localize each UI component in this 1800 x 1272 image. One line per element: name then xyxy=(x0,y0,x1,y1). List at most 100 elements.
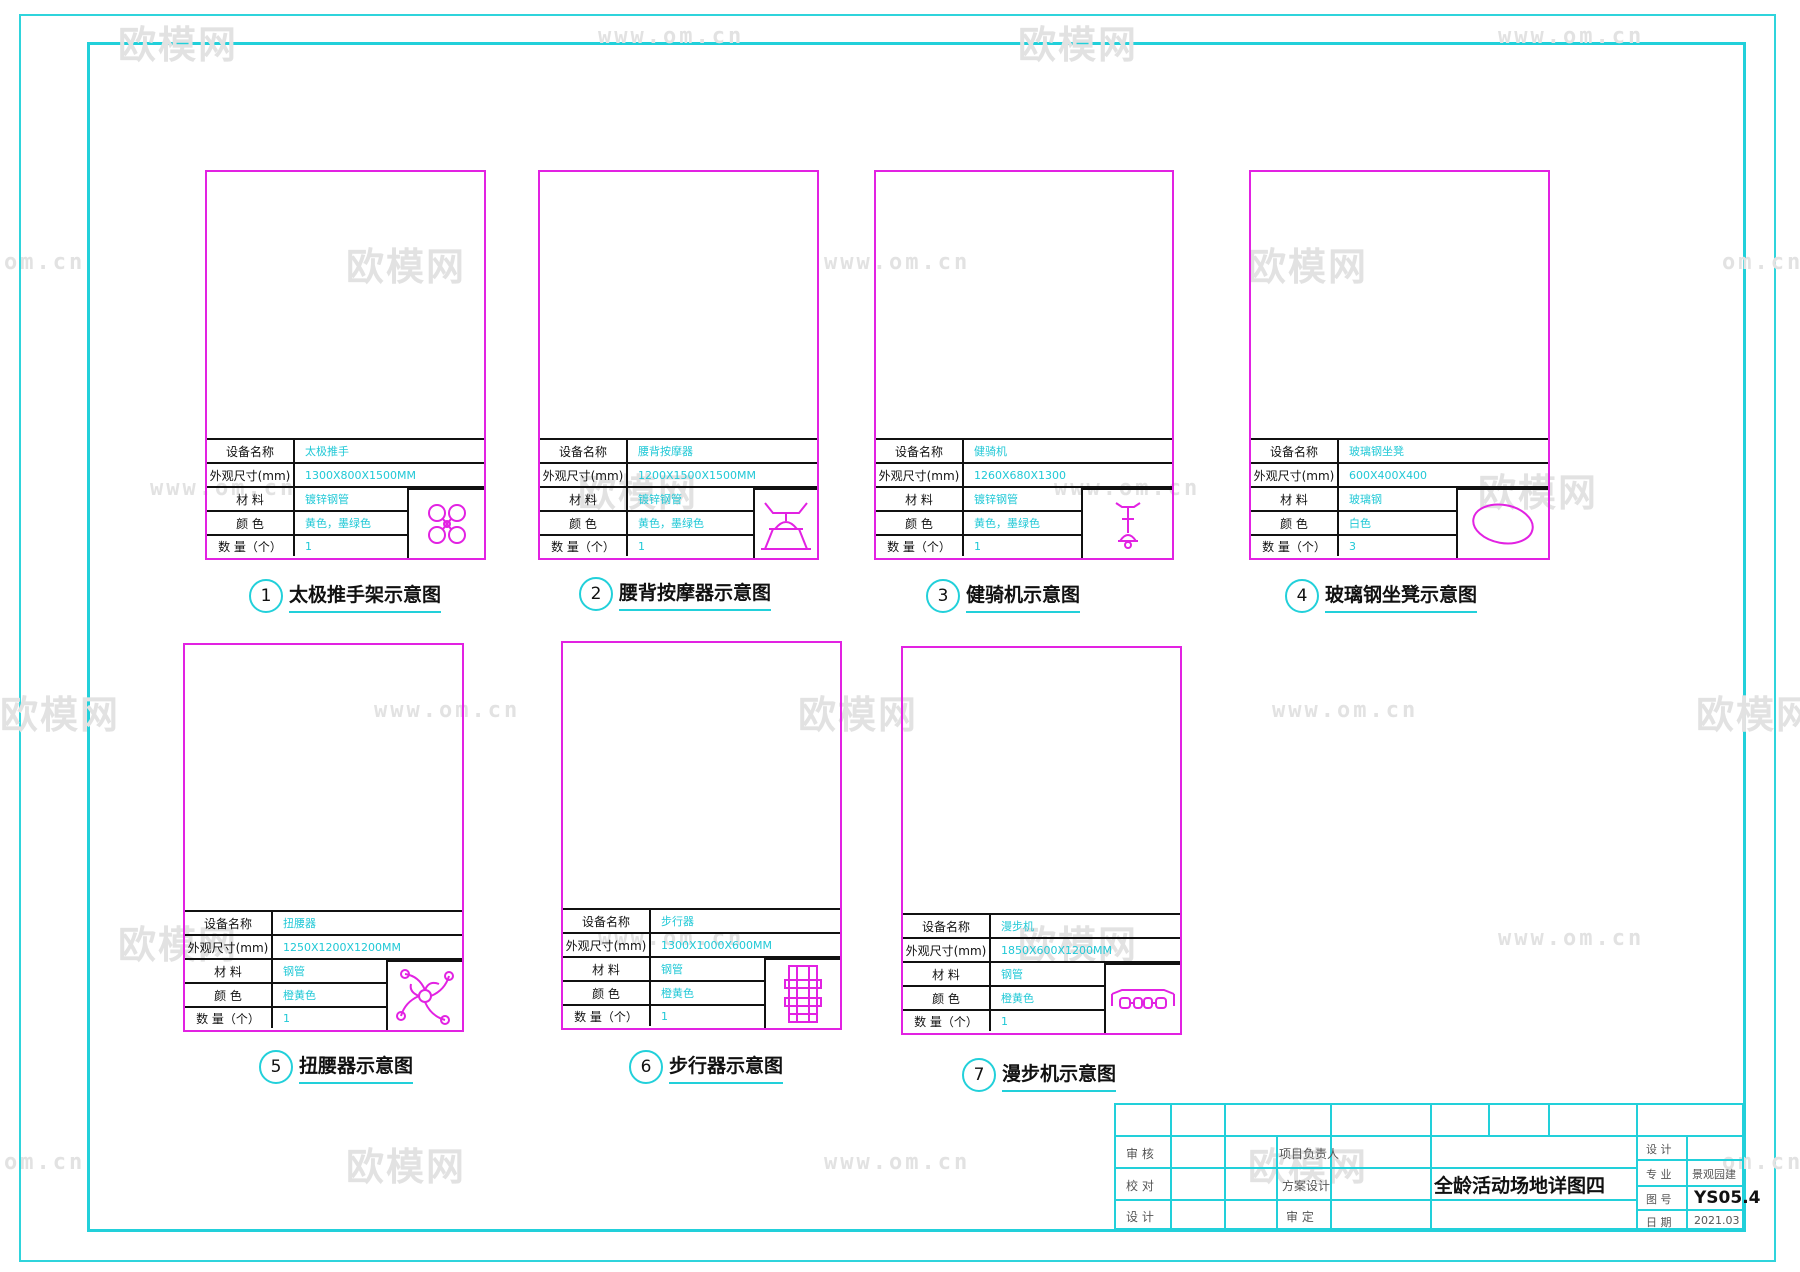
spec-row-color: 颜 色黄色，墨绿色 xyxy=(876,512,1081,536)
row-label: 设备名称 xyxy=(540,440,628,462)
spec-row-size: 外观尺寸(mm) 1300X800X1500MM xyxy=(207,464,484,488)
row-label: 颜 色 xyxy=(903,987,991,1009)
figure-number: 2 xyxy=(579,577,613,611)
figure-caption-1: 1 太极推手架示意图 xyxy=(249,579,442,613)
label-approve: 审 定 xyxy=(1286,1210,1314,1224)
row-value: 1 xyxy=(638,539,645,553)
row-label: 材 料 xyxy=(563,958,651,980)
spec-row-color: 颜 色白色 xyxy=(1251,512,1456,536)
horse-rider-icon xyxy=(1114,502,1141,549)
label-scheme-design: 方案设计 xyxy=(1282,1179,1331,1193)
row-label: 设备名称 xyxy=(207,440,295,462)
spec-row-qty: 数 量（个）1 xyxy=(563,1006,764,1026)
row-value: 橙黄色 xyxy=(1001,992,1034,1005)
row-value: 1 xyxy=(1001,1014,1008,1028)
equipment-card-3: 设备名称健骑机 外观尺寸(mm)1260X680X1300 材 料镀锌钢管 颜 … xyxy=(874,170,1174,560)
figure-title: 步行器示意图 xyxy=(669,1051,784,1084)
value-drawing-number: YS05.4 xyxy=(1694,1188,1761,1208)
figure-title: 腰背按摩器示意图 xyxy=(619,578,772,611)
spec-table: 设备名称健骑机 外观尺寸(mm)1260X680X1300 材 料镀锌钢管 颜 … xyxy=(876,438,1172,558)
figure-title: 太极推手架示意图 xyxy=(289,580,442,613)
row-value: 1260X680X1300 xyxy=(974,468,1067,482)
title-block-rule xyxy=(1170,1105,1172,1228)
spec-table: 设备名称太极推手 外观尺寸(mm)1300X800X1500MM 材 料镀锌钢管… xyxy=(207,438,484,558)
title-block-rule xyxy=(1636,1185,1742,1187)
spec-row-material: 材 料玻璃钢 xyxy=(1251,488,1456,512)
spec-table: 设备名称玻璃钢坐凳 外观尺寸(mm)600X400X400 材 料玻璃钢 颜 色… xyxy=(1251,438,1548,558)
label-check: 校 对 xyxy=(1126,1179,1154,1193)
row-value: 钢管 xyxy=(1001,968,1023,981)
label-review: 审 核 xyxy=(1126,1147,1154,1161)
row-label: 颜 色 xyxy=(207,512,295,534)
spec-row-color: 颜 色黄色，墨绿色 xyxy=(207,512,407,536)
walker-icon xyxy=(784,965,822,1023)
row-value: 腰背按摩器 xyxy=(638,445,693,458)
equipment-thumbnail xyxy=(764,958,840,1028)
spec-row-qty: 数 量（个）1 xyxy=(207,536,407,556)
row-value: 1 xyxy=(661,1009,668,1023)
figure-number: 4 xyxy=(1285,579,1319,613)
row-label: 外观尺寸(mm) xyxy=(1251,464,1339,486)
row-label: 设备名称 xyxy=(185,912,273,934)
spec-row-size: 外观尺寸(mm)1260X680X1300 xyxy=(876,464,1172,488)
row-value: 步行器 xyxy=(661,915,694,928)
row-value: 太极推手 xyxy=(305,445,349,458)
row-value: 黄色，墨绿色 xyxy=(638,517,704,530)
title-block-rule xyxy=(1430,1105,1432,1228)
row-label: 材 料 xyxy=(903,963,991,985)
figure-number: 6 xyxy=(629,1050,663,1084)
row-value: 3 xyxy=(1349,539,1356,553)
row-label: 外观尺寸(mm) xyxy=(903,939,991,961)
row-label: 外观尺寸(mm) xyxy=(185,936,273,958)
figure-caption-2: 2 腰背按摩器示意图 xyxy=(579,577,772,611)
spec-row-qty: 数 量（个）1 xyxy=(185,1008,386,1028)
row-label: 材 料 xyxy=(207,488,295,510)
title-block-rule xyxy=(1330,1105,1332,1228)
spec-row-qty: 数 量（个）1 xyxy=(903,1011,1104,1031)
spec-table: 设备名称腰背按摩器 外观尺寸(mm)1200X1500X1500MM 材 料镀锌… xyxy=(540,438,817,558)
row-label: 颜 色 xyxy=(563,982,651,1004)
figure-number: 7 xyxy=(962,1058,996,1092)
spec-row-color: 颜 色橙黄色 xyxy=(563,982,764,1006)
fiberglass-stool-icon xyxy=(1472,503,1534,545)
row-label: 颜 色 xyxy=(1251,512,1339,534)
row-value: 橙黄色 xyxy=(661,987,694,1000)
figure-number: 5 xyxy=(259,1050,293,1084)
row-label: 数 量（个） xyxy=(1251,536,1339,556)
figure-number: 1 xyxy=(249,579,283,613)
title-block-rule xyxy=(1686,1135,1688,1228)
row-label: 颜 色 xyxy=(540,512,628,534)
row-value: 1300X800X1500MM xyxy=(305,468,417,482)
row-value: 玻璃钢 xyxy=(1349,493,1382,506)
equipment-thumbnail xyxy=(386,960,462,1030)
figure-number: 3 xyxy=(926,579,960,613)
row-label: 外观尺寸(mm) xyxy=(207,464,295,486)
spec-row-qty: 数 量（个）1 xyxy=(540,536,753,556)
title-block: 审 核 校 对 设 计 项目负责人 方案设计 审 定 全龄活动场地详图四 设 计… xyxy=(1114,1103,1761,1230)
row-label: 设备名称 xyxy=(563,910,651,932)
label-date: 日 期 xyxy=(1646,1216,1672,1229)
row-label: 颜 色 xyxy=(185,984,273,1006)
drawing-outer-border xyxy=(19,14,1776,1262)
spec-table: 设备名称扭腰器 外观尺寸(mm)1250X1200X1200MM 材 料钢管 颜… xyxy=(185,910,462,1030)
row-label: 材 料 xyxy=(876,488,964,510)
figure-caption-3: 3 健骑机示意图 xyxy=(926,579,1081,613)
row-label: 设备名称 xyxy=(876,440,964,462)
row-value: 钢管 xyxy=(661,963,683,976)
spec-row-name: 设备名称太极推手 xyxy=(207,440,484,464)
label-project-lead: 项目负责人 xyxy=(1279,1147,1340,1161)
row-label: 颜 色 xyxy=(876,512,964,534)
equipment-thumbnail xyxy=(407,488,484,558)
row-value: 黄色，墨绿色 xyxy=(305,517,371,530)
title-block-rule xyxy=(1116,1199,1636,1201)
row-label: 外观尺寸(mm) xyxy=(563,934,651,956)
title-block-rule xyxy=(1116,1135,1742,1137)
equipment-card-5: 设备名称扭腰器 外观尺寸(mm)1250X1200X1200MM 材 料钢管 颜… xyxy=(183,643,464,1032)
row-value: 1 xyxy=(305,539,312,553)
spec-row-material: 材 料钢管 xyxy=(185,960,386,984)
spec-row-name: 设备名称腰背按摩器 xyxy=(540,440,817,464)
value-discipline: 景观园建 xyxy=(1692,1168,1736,1181)
title-block-rule xyxy=(1636,1209,1742,1211)
row-label: 设备名称 xyxy=(903,915,991,937)
equipment-card-1: 设备名称太极推手 外观尺寸(mm)1300X800X1500MM 材 料镀锌钢管… xyxy=(205,170,486,560)
